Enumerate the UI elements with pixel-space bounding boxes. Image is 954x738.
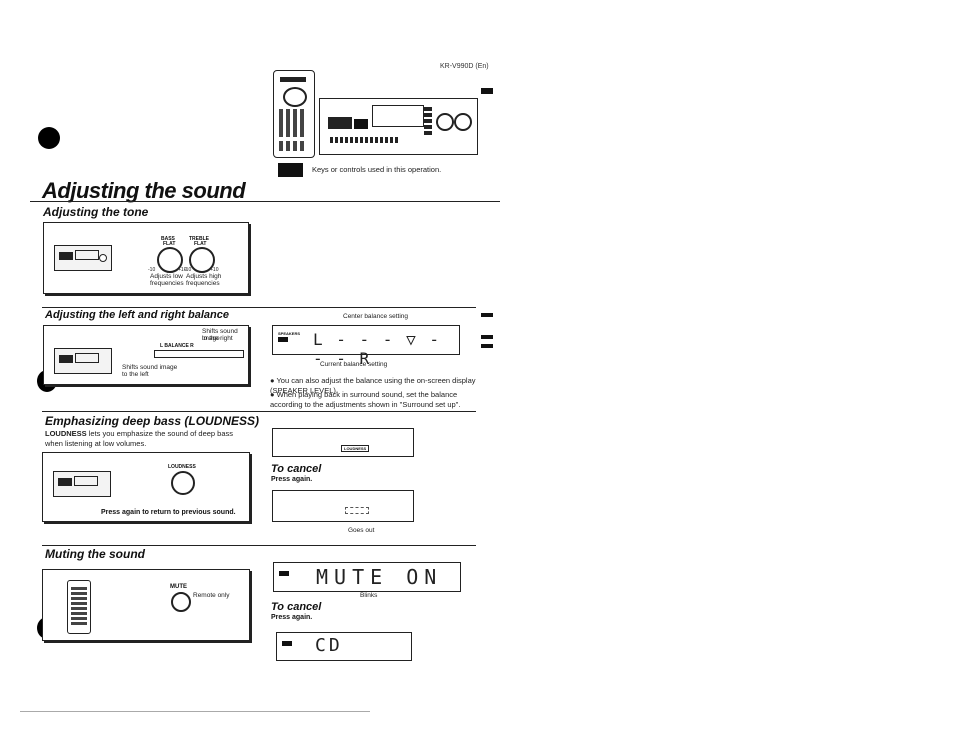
receiver-mini-image <box>53 471 111 497</box>
balance-note-1: ● You can also adjust the balance using … <box>270 376 476 395</box>
page-title: Adjusting the sound <box>42 178 246 203</box>
mute-cancel-sub: Press again. <box>271 614 313 621</box>
loudness-panel: LOUDNESS Press again to return to previo… <box>42 452 250 522</box>
center-balance-caption: Center balance setting <box>343 313 409 320</box>
remote-only-note: Remote only <box>193 592 230 599</box>
mute-cancel-title: To cancel <box>271 601 322 613</box>
section-rule <box>42 545 476 546</box>
mute-display-text: MUTE ON <box>316 565 443 589</box>
section-heading-tone: Adjusting the tone <box>43 205 149 219</box>
title-rule <box>30 201 500 202</box>
model-number: KR-V990D (En) <box>440 63 489 70</box>
section-rule <box>42 411 476 412</box>
balance-note-1-text: You can also adjust the balance using th… <box>270 376 476 395</box>
tone-panel: BASS FLAT -10 +10 TREBLE FLAT -10 +10 Ad… <box>43 222 249 294</box>
bass-desc-line1: Adjusts low <box>150 273 183 280</box>
bass-label: BASS <box>161 236 175 242</box>
thumb-index-mark <box>481 344 493 348</box>
thumb-index-mark <box>481 335 493 339</box>
mute-button[interactable] <box>171 592 191 612</box>
bass-knob[interactable] <box>157 247 183 273</box>
loudness-description: LOUDNESS lets you emphasize the sound of… <box>45 429 253 449</box>
bass-flat-label: FLAT <box>163 241 176 247</box>
treble-label: TREBLE <box>189 236 209 242</box>
balance-slider[interactable] <box>154 350 244 358</box>
legend-swatch <box>278 163 303 177</box>
current-balance-caption: Current balance setting <box>320 361 388 368</box>
loudness-cancel-title: To cancel <box>271 463 322 475</box>
balance-note-2: ● When playing back in surround sound, s… <box>270 390 461 409</box>
treble-min-label: -10 <box>184 267 192 273</box>
balance-control-label: L BALANCE R <box>160 343 194 349</box>
section-heading-balance: Adjusting the left and right balance <box>45 309 229 321</box>
punch-hole <box>38 127 60 149</box>
balance-display: SPEAKERS L - - - ▽ - - - R <box>272 325 460 368</box>
loudness-indicator: LOUDNESS <box>341 445 370 452</box>
bottom-rule <box>20 711 370 712</box>
bass-desc-line2: frequencies <box>150 280 184 287</box>
loudness-button[interactable] <box>171 471 195 495</box>
section-heading-loudness: Emphasizing deep bass (LOUDNESS) <box>45 414 260 428</box>
mute-button-label: MUTE <box>170 584 187 590</box>
mute-off-display: CD <box>276 632 412 661</box>
section-rule <box>42 307 476 308</box>
goes-out-caption: Goes out <box>348 527 375 534</box>
mute-panel: MUTE Remote only <box>42 569 250 641</box>
bass-min-label: -10 <box>148 267 156 273</box>
loudness-display: LOUDNESS <box>272 428 414 457</box>
speakers-tag: SPEAKERS <box>278 331 301 336</box>
balance-right-desc-line1: Shifts sound image <box>202 328 238 342</box>
balance-note-2-text: When playing back in surround sound, set… <box>270 390 461 409</box>
mute-display: MUTE ON <box>273 562 461 592</box>
treble-max-label: +10 <box>210 267 219 273</box>
thumb-index-mark <box>481 313 493 317</box>
speaker-indicator <box>282 641 292 646</box>
loudness-indicator-off <box>345 507 369 514</box>
remote-control-image <box>273 70 315 158</box>
treble-flat-label: FLAT <box>194 241 207 247</box>
receiver-front-panel-image <box>319 98 478 155</box>
legend-text: Keys or controls used in this operation. <box>312 165 442 174</box>
thumb-index-mark <box>481 88 493 94</box>
balance-panel: Shifts sound image to the right L BALANC… <box>43 325 249 385</box>
speaker-indicator <box>278 337 288 342</box>
balance-display-text: L - - - ▽ - - - R <box>313 330 441 368</box>
treble-desc-line2: frequencies <box>186 280 220 287</box>
bass-max-label: +10 <box>178 267 187 273</box>
receiver-mini-image <box>54 348 112 374</box>
mute-off-display-text: CD <box>315 635 343 656</box>
balance-left-desc-line1: Shifts sound image <box>122 364 178 371</box>
loudness-keyword: LOUDNESS <box>45 429 87 438</box>
speaker-indicator <box>279 571 289 576</box>
remote-mini-image <box>67 580 91 634</box>
loudness-desc-text: lets you emphasize the sound of deep bas… <box>45 429 234 448</box>
section-heading-mute: Muting the sound <box>45 547 145 561</box>
blinks-caption: Blinks <box>360 592 378 599</box>
treble-desc-line1: Adjusts high <box>186 273 222 280</box>
balance-right-desc-line2: to the right <box>202 335 233 342</box>
loudness-button-label: LOUDNESS <box>168 464 196 470</box>
loudness-cancel-sub: Press again. <box>271 476 313 483</box>
balance-left-desc-line2: to the left <box>122 371 149 378</box>
loudness-off-display <box>272 490 414 522</box>
receiver-mini-image <box>54 245 112 271</box>
treble-knob[interactable] <box>189 247 215 273</box>
loudness-return-text: Press again to return to previous sound. <box>101 509 236 516</box>
